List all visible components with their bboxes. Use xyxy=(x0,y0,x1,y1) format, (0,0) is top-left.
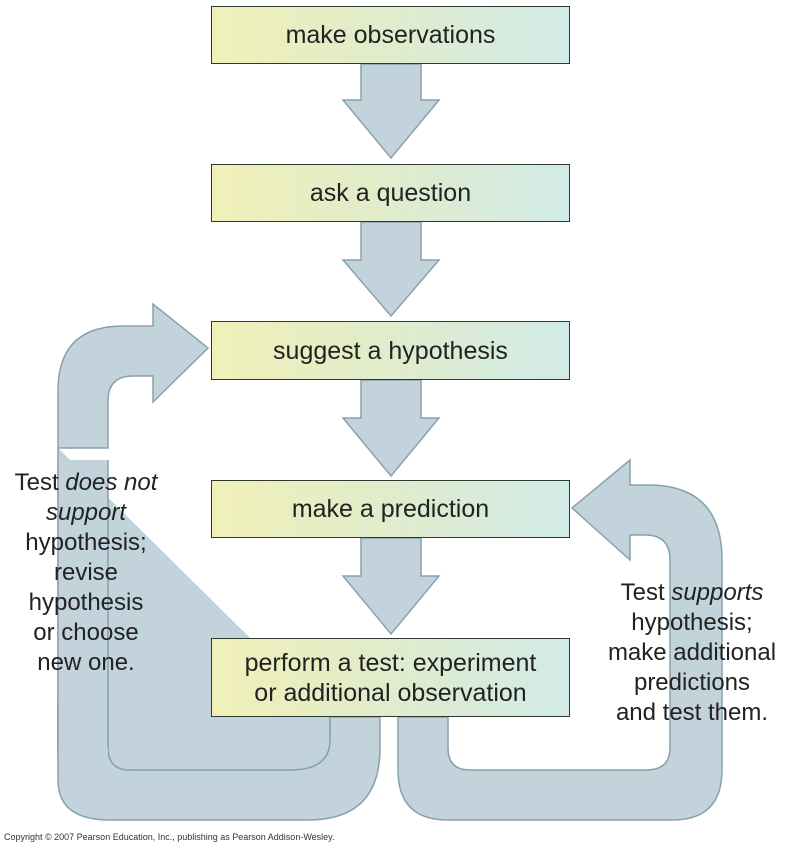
left-feedback-line1: Test does not xyxy=(2,468,170,498)
step-make-prediction-label: make a prediction xyxy=(291,495,490,523)
copyright-notice: Copyright © 2007 Pearson Education, Inc.… xyxy=(4,832,335,842)
right-feedback-line1: Test supports xyxy=(592,578,792,608)
left-feedback-line1-pre: Test xyxy=(14,469,66,496)
arrow-loop-revise-bottom xyxy=(57,699,381,821)
right-feedback-line3: make additional xyxy=(607,639,777,666)
arrow-loop-left-shaft xyxy=(58,460,108,760)
arrow-prediction-to-test xyxy=(341,537,441,636)
right-feedback-line5: and test them. xyxy=(615,699,769,726)
step-make-observations: make observations xyxy=(211,6,570,64)
right-feedback-line2: hypothesis; xyxy=(631,609,753,636)
arrow-observe-to-question xyxy=(341,63,441,160)
step-ask-question-label: ask a question xyxy=(309,179,472,207)
step-perform-test-line2: or additional observation xyxy=(254,678,527,707)
right-feedback-line1-pre: Test xyxy=(620,579,672,606)
left-feedback-line5: hypothesis xyxy=(28,589,144,616)
left-feedback-line7: new one. xyxy=(37,649,135,676)
left-feedback-line6: or choose xyxy=(33,619,139,646)
left-feedback-line3: hypothesis; xyxy=(25,529,147,556)
left-feedback-line2: support xyxy=(2,498,170,528)
step-perform-test: perform a test: experiment or additional… xyxy=(211,638,570,717)
step-make-prediction: make a prediction xyxy=(211,480,570,538)
arrow-hypothesis-to-prediction xyxy=(341,379,441,478)
right-feedback-line4: predictions xyxy=(633,669,751,696)
step-ask-question: ask a question xyxy=(211,164,570,222)
right-feedback-line1-emphasis: supports xyxy=(671,579,764,606)
left-feedback-line1-emphasis: does not xyxy=(65,469,158,496)
arrow-loop-new-prediction xyxy=(397,458,723,821)
step-suggest-hypothesis-label: suggest a hypothesis xyxy=(273,336,508,365)
step-make-observations-label: make observations xyxy=(285,21,496,49)
left-feedback-line2-emphasis: support xyxy=(45,499,127,526)
right-feedback-label: Test supports hypothesis; make additiona… xyxy=(592,578,792,728)
left-feedback-label: Test does not support hypothesis; revise… xyxy=(2,468,170,678)
step-perform-test-line1: perform a test: experiment xyxy=(244,648,537,677)
left-feedback-line4: revise xyxy=(53,559,119,586)
step-suggest-hypothesis: suggest a hypothesis xyxy=(211,321,570,380)
arrow-question-to-hypothesis xyxy=(341,221,441,318)
